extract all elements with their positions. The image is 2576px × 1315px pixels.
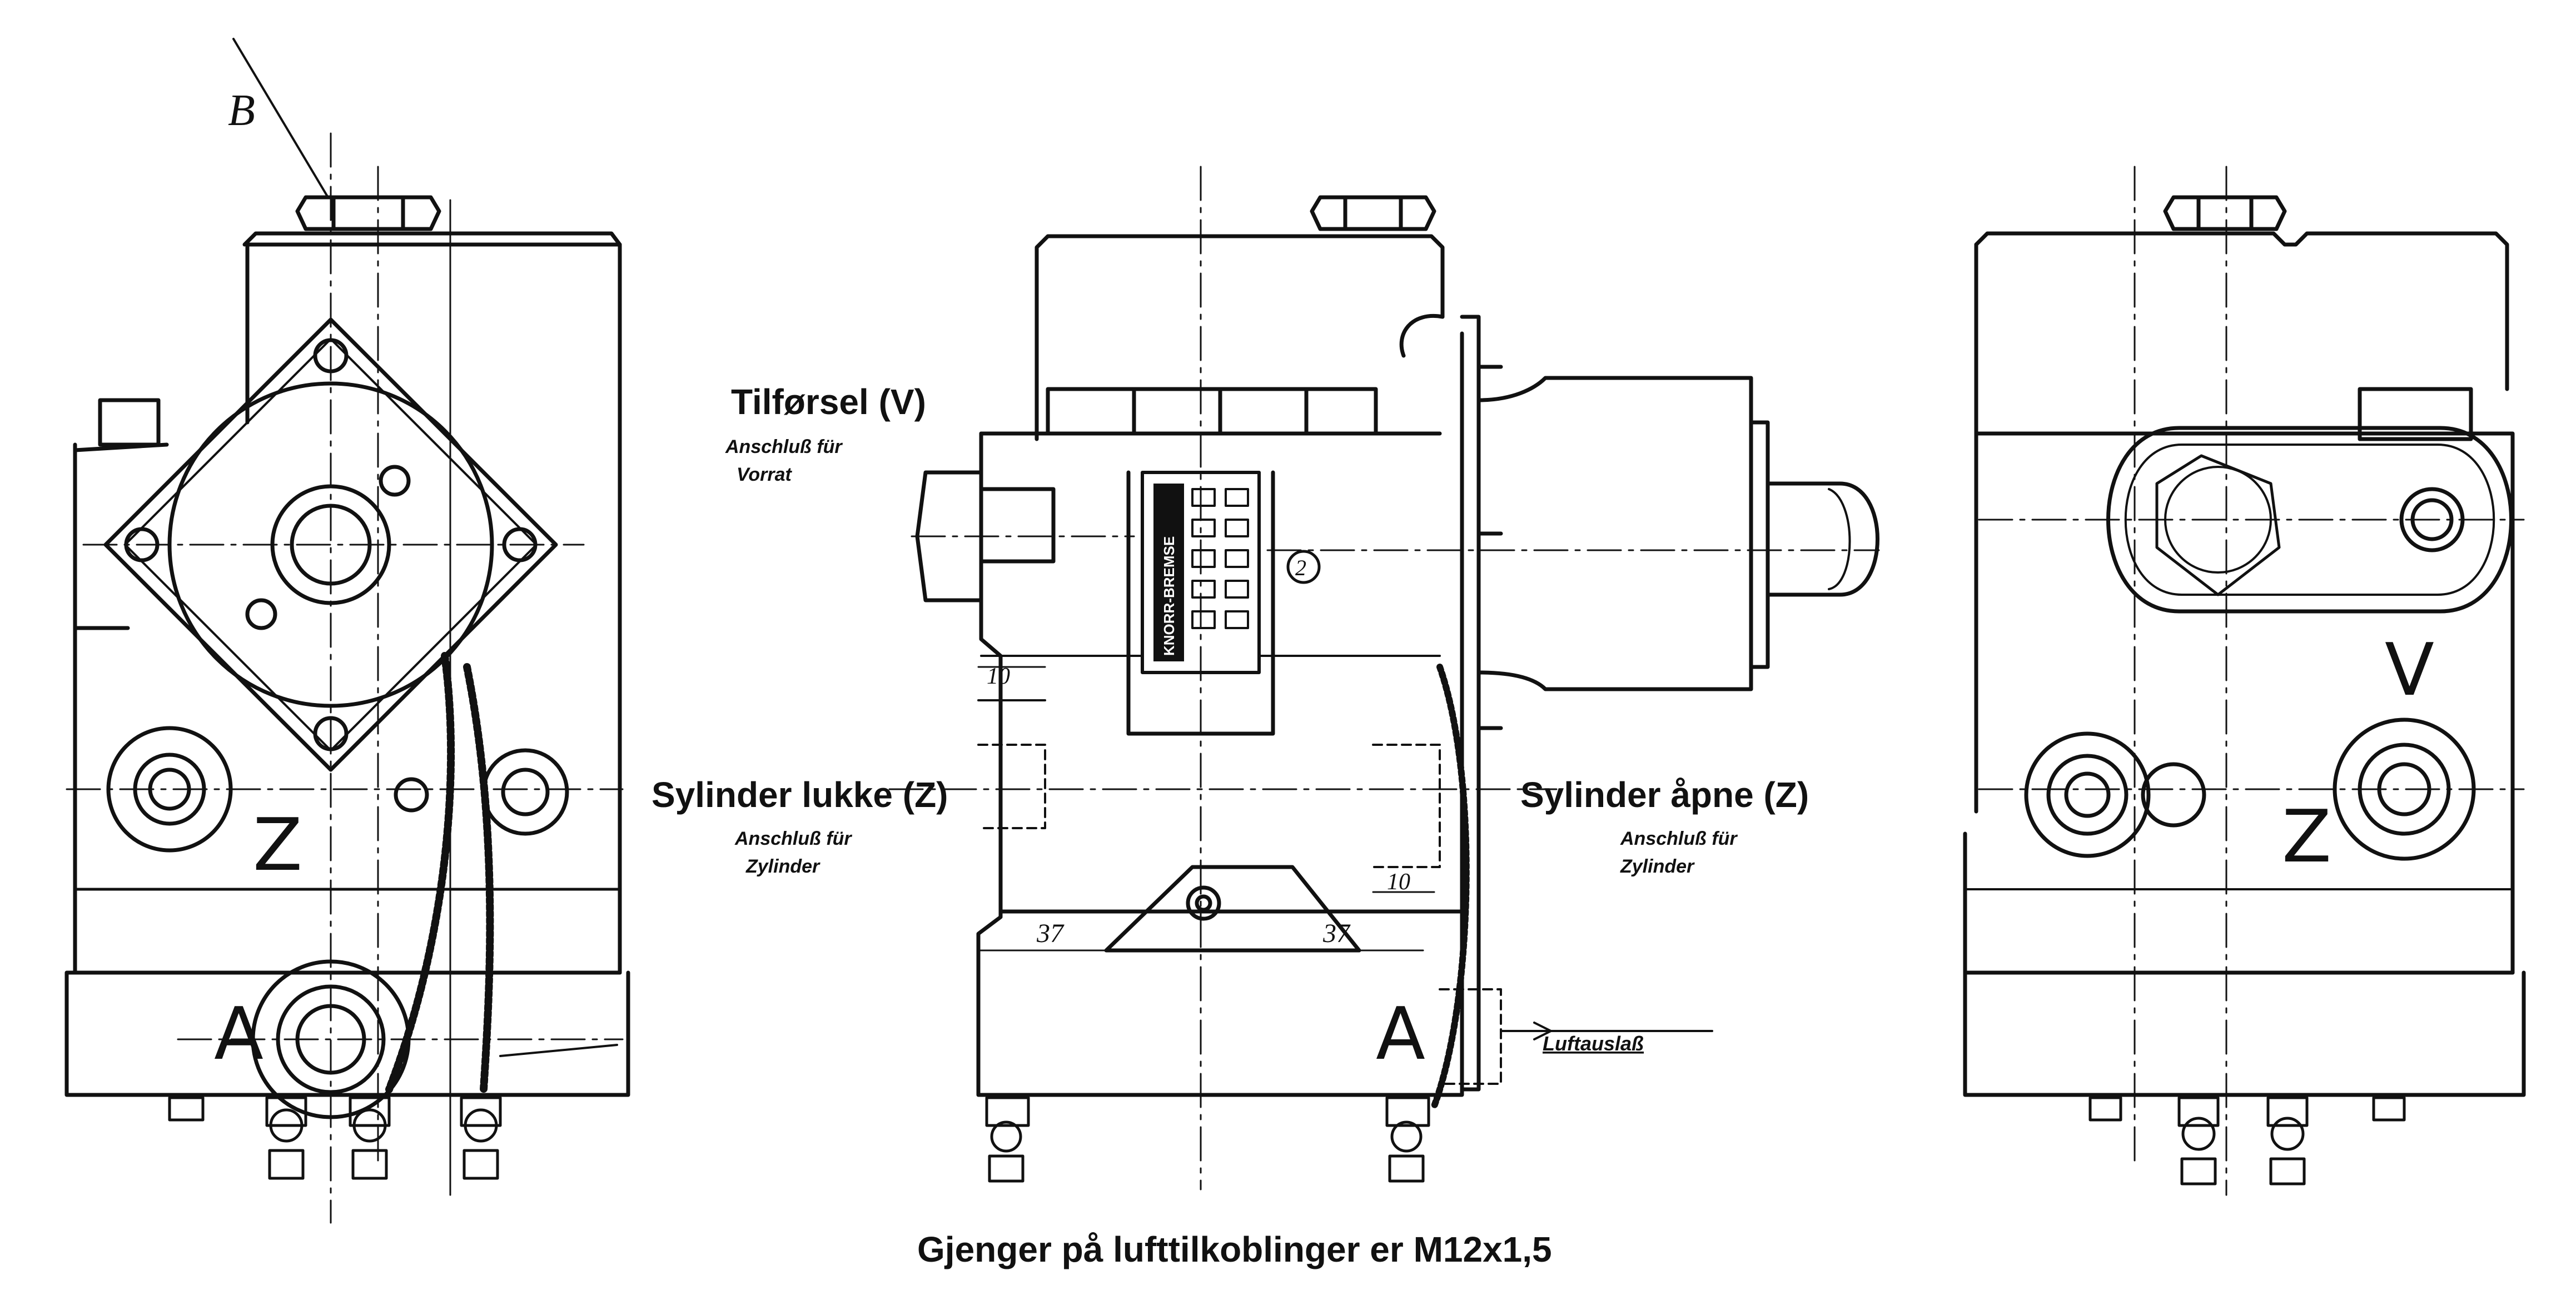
circle-mark-2: 2 [1295, 555, 1306, 580]
cyl-open-sub-label-1: Anschluß für [1620, 828, 1738, 849]
marking-center-a: A [1376, 992, 1425, 1076]
marking-left-a: A [214, 992, 263, 1076]
cyl-open-label: Sylinder åpne (Z) [1520, 775, 1809, 815]
dimension-10-right: 10 [1387, 869, 1410, 895]
cyl-open-sub-label-2: Zylinder [1620, 856, 1695, 877]
dimension-10-left: 10 [987, 664, 1010, 689]
right-view [1963, 166, 2526, 1196]
air-outlet-label: Luftauslaß [1543, 1032, 1644, 1055]
left-view [64, 38, 630, 1224]
cyl-close-sub-label-2: Zylinder [745, 856, 820, 877]
center-view [888, 166, 1880, 1191]
dimension-37-right: 37 [1322, 919, 1351, 948]
supply-sub-label-1: Anschluß für [725, 436, 843, 457]
cyl-close-sub-label-1: Anschluß für [734, 828, 852, 849]
supply-label: Tilførsel (V) [731, 382, 926, 422]
cyl-close-label: Sylinder lukke (Z) [652, 775, 948, 815]
marking-right-z: Z [2282, 794, 2331, 879]
dimension-37-left: 37 [1036, 919, 1065, 948]
supply-sub-label-2: Vorrat [737, 464, 793, 485]
caption: Gjenger på lufttilkoblinger er M12x1,5 [917, 1229, 1552, 1269]
marking-left-b: B [228, 86, 255, 135]
marking-left-z: Z [253, 803, 302, 887]
plate-brand-text: KNORR-BREMSE [1161, 536, 1177, 656]
marking-right-v: V [2385, 627, 2434, 712]
